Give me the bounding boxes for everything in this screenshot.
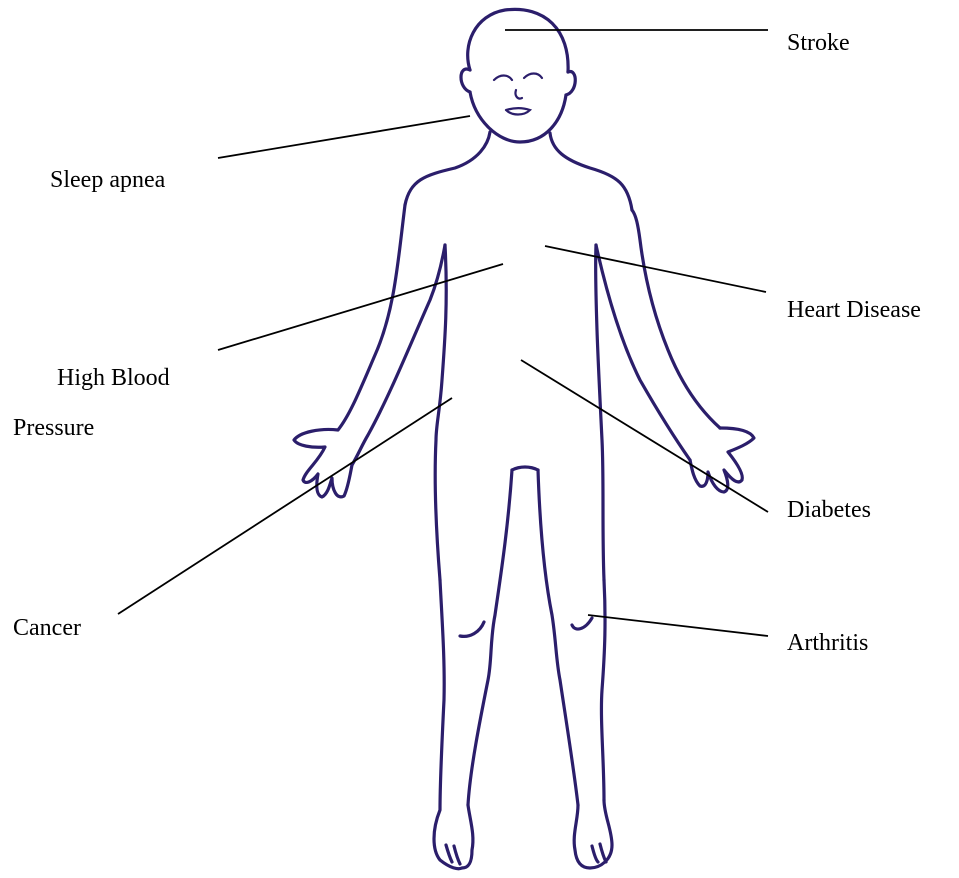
neck-left — [405, 132, 490, 205]
left-ear — [461, 69, 470, 92]
right-arm-inner — [596, 245, 690, 460]
left-foot — [462, 805, 473, 868]
label-high-blood-pressure-line1: High Blood — [57, 366, 170, 390]
left-leg-outer — [434, 580, 462, 869]
label-cancer: Cancer — [13, 616, 81, 640]
leader-lines — [118, 30, 768, 636]
nose — [515, 90, 522, 99]
left-toes — [446, 845, 460, 864]
arthritis-leader — [588, 615, 768, 636]
left-eye — [494, 76, 512, 81]
body-outline — [294, 9, 754, 868]
label-sleep-apnea: Sleep apnea — [50, 168, 165, 192]
label-heart-disease: Heart Disease — [787, 298, 921, 322]
right-ear — [566, 72, 575, 95]
right-torso — [596, 245, 604, 580]
crotch — [512, 467, 538, 470]
label-diabetes: Diabetes — [787, 498, 871, 522]
right-knee — [572, 618, 592, 629]
right-leg-inner — [538, 470, 578, 805]
right-foot — [574, 800, 612, 868]
head-outline — [468, 9, 568, 72]
high-blood-pressure-leader — [218, 264, 503, 350]
right-eye — [524, 74, 542, 79]
heart-disease-leader — [545, 246, 766, 292]
right-arm-outer — [632, 210, 720, 428]
label-arthritis: Arthritis — [787, 631, 868, 655]
left-knee — [460, 622, 484, 636]
left-arm-outer — [294, 205, 405, 497]
neck-right — [550, 133, 632, 210]
right-toes — [592, 844, 606, 862]
right-hand — [690, 428, 754, 492]
left-leg-inner — [468, 470, 512, 805]
mouth — [506, 108, 530, 114]
sleep-apnea-leader — [218, 116, 470, 158]
right-leg-outer — [601, 580, 605, 800]
diabetes-leader — [521, 360, 768, 512]
left-torso — [435, 245, 446, 580]
cancer-leader — [118, 398, 452, 614]
label-stroke: Stroke — [787, 31, 850, 55]
face-features — [494, 74, 542, 115]
label-high-blood-pressure-line2: Pressure — [13, 416, 94, 440]
